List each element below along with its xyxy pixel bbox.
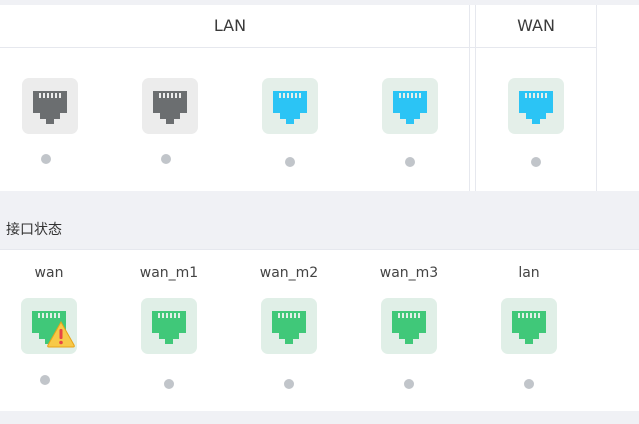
lan-port-2[interactable] [142, 78, 198, 134]
iface-label-wan: wan [34, 265, 64, 281]
lan-port-4[interactable] [382, 78, 438, 134]
lan-port-3-indicator [285, 157, 295, 167]
interface-status-title: 接口状态 [6, 222, 62, 238]
iface-wan-m3-indicator [404, 379, 414, 389]
iface-label-wan-m3: wan_m3 [379, 265, 439, 281]
lan-port-2-indicator [161, 154, 171, 164]
lan-port-1[interactable] [22, 78, 78, 134]
iface-port-wan-m3[interactable] [381, 298, 437, 354]
iface-wan-m1-indicator [164, 379, 174, 389]
iface-port-lan[interactable] [501, 298, 557, 354]
header-divider [0, 47, 596, 48]
ethernet-port-icon [153, 91, 187, 124]
iface-lan-indicator [524, 379, 534, 389]
wan-right-divider [596, 5, 597, 191]
lan-port-3[interactable] [262, 78, 318, 134]
iface-label-wan-m2: wan_m2 [259, 265, 319, 281]
lan-header: LAN [213, 16, 247, 35]
ethernet-port-icon [392, 311, 426, 344]
lan-port-4-indicator [405, 157, 415, 167]
ethernet-port-icon [393, 91, 427, 124]
lan-wan-divider-2 [475, 5, 476, 191]
lan-wan-divider [469, 5, 470, 191]
iface-port-wan-m2[interactable] [261, 298, 317, 354]
wan-port-1[interactable] [508, 78, 564, 134]
wan-port-1-indicator [531, 157, 541, 167]
iface-wan-indicator [40, 375, 50, 385]
ethernet-port-icon [519, 91, 553, 124]
warning-icon [47, 320, 75, 348]
ethernet-port-icon [273, 91, 307, 124]
ethernet-port-icon [512, 311, 546, 344]
ethernet-port-icon [33, 91, 67, 124]
ethernet-port-icon [272, 311, 306, 344]
iface-wan-m2-indicator [284, 379, 294, 389]
wan-header: WAN [517, 16, 555, 35]
iface-label-lan: lan [518, 265, 540, 281]
lan-port-1-indicator [41, 154, 51, 164]
iface-label-wan-m1: wan_m1 [139, 265, 199, 281]
ethernet-port-icon [152, 311, 186, 344]
iface-port-wan-m1[interactable] [141, 298, 197, 354]
status-title-divider [0, 249, 639, 250]
